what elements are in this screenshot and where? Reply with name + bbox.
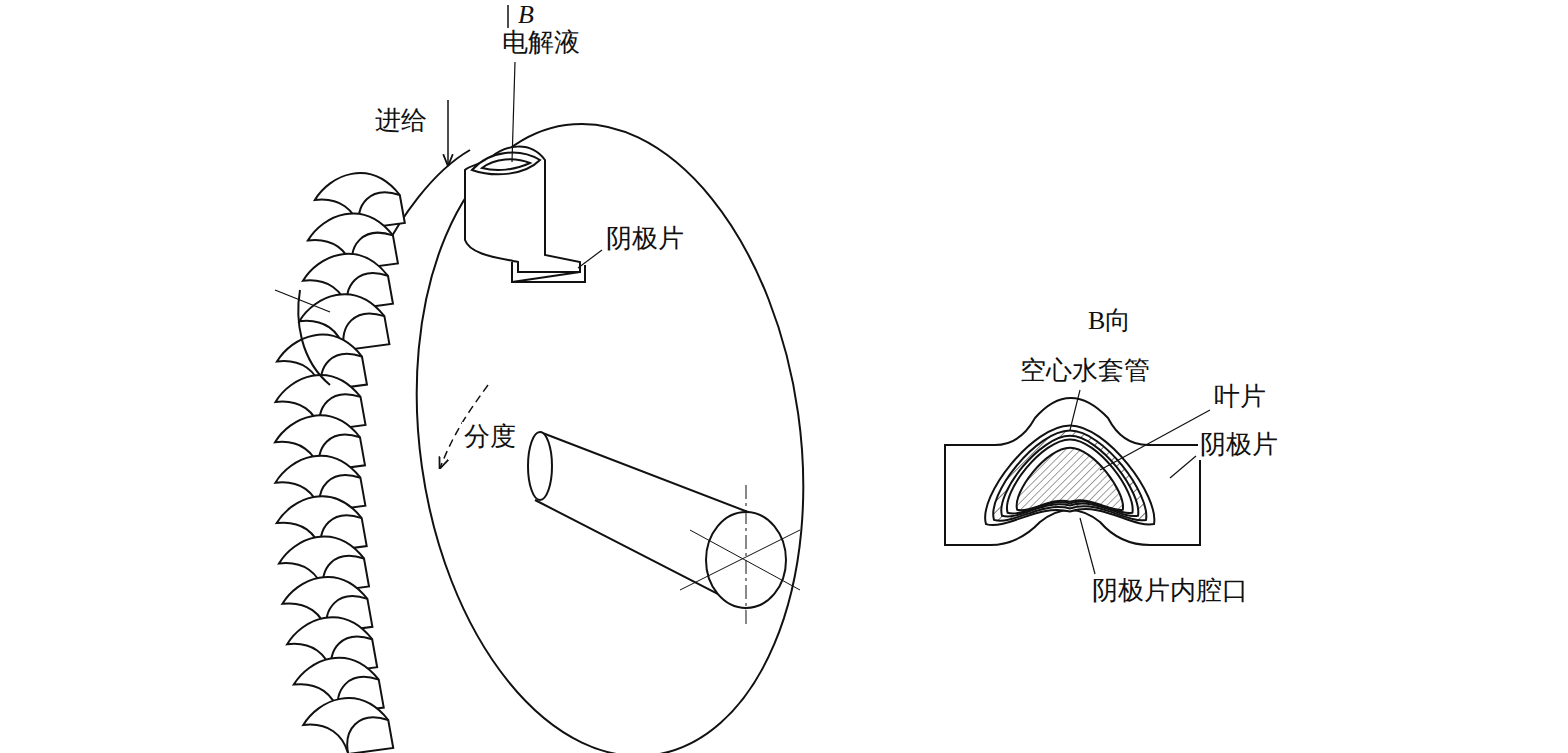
leader bbox=[1080, 518, 1095, 574]
part-label: 阴极片 bbox=[1198, 430, 1280, 460]
part-label: 叶片 bbox=[1212, 382, 1268, 412]
part-label: 空心水套管 bbox=[1018, 356, 1152, 386]
part-label: B向 bbox=[1086, 306, 1133, 336]
part-label: 阴极片 bbox=[604, 224, 686, 254]
blade-edge bbox=[347, 717, 388, 753]
part-label: 电解液 bbox=[500, 28, 582, 58]
leader bbox=[1070, 390, 1080, 430]
blade-row bbox=[275, 173, 405, 753]
leader bbox=[1100, 410, 1210, 470]
leader bbox=[275, 290, 330, 312]
part-label: 进给 bbox=[373, 106, 429, 136]
cathode-tool bbox=[465, 147, 585, 282]
part-label: 阴极片内腔口 bbox=[1090, 576, 1250, 606]
leader bbox=[1170, 456, 1196, 478]
blade-root bbox=[298, 290, 330, 385]
blade bbox=[303, 698, 393, 753]
part-label: 分度 bbox=[462, 422, 518, 452]
feed-arrow bbox=[447, 100, 449, 165]
shaft bbox=[528, 432, 800, 625]
view-letter: B bbox=[516, 0, 536, 30]
wheel-face bbox=[378, 99, 843, 753]
leader bbox=[578, 250, 602, 268]
leader bbox=[512, 62, 515, 162]
